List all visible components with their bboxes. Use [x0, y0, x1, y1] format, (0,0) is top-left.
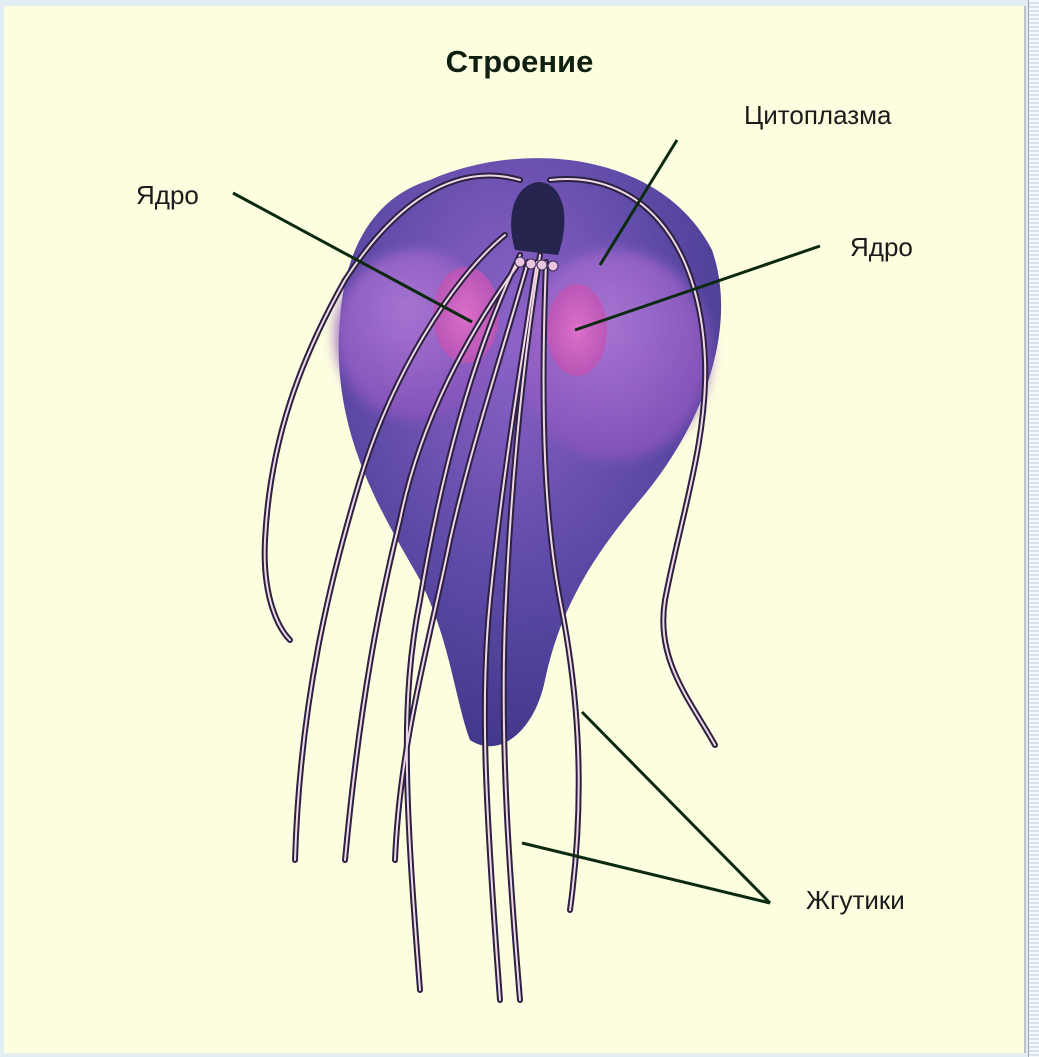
diagram-title: Строение	[0, 44, 1039, 80]
label-flagella: Жгутики	[806, 885, 905, 916]
label-nucleus-left: Ядро	[136, 180, 199, 211]
label-cytoplasm: Цитоплазма	[744, 100, 892, 131]
label-nucleus-right: Ядро	[850, 232, 913, 263]
cell-body	[335, 158, 721, 746]
leader-flagella-a	[582, 712, 770, 903]
leader-flagella-b	[522, 843, 770, 903]
